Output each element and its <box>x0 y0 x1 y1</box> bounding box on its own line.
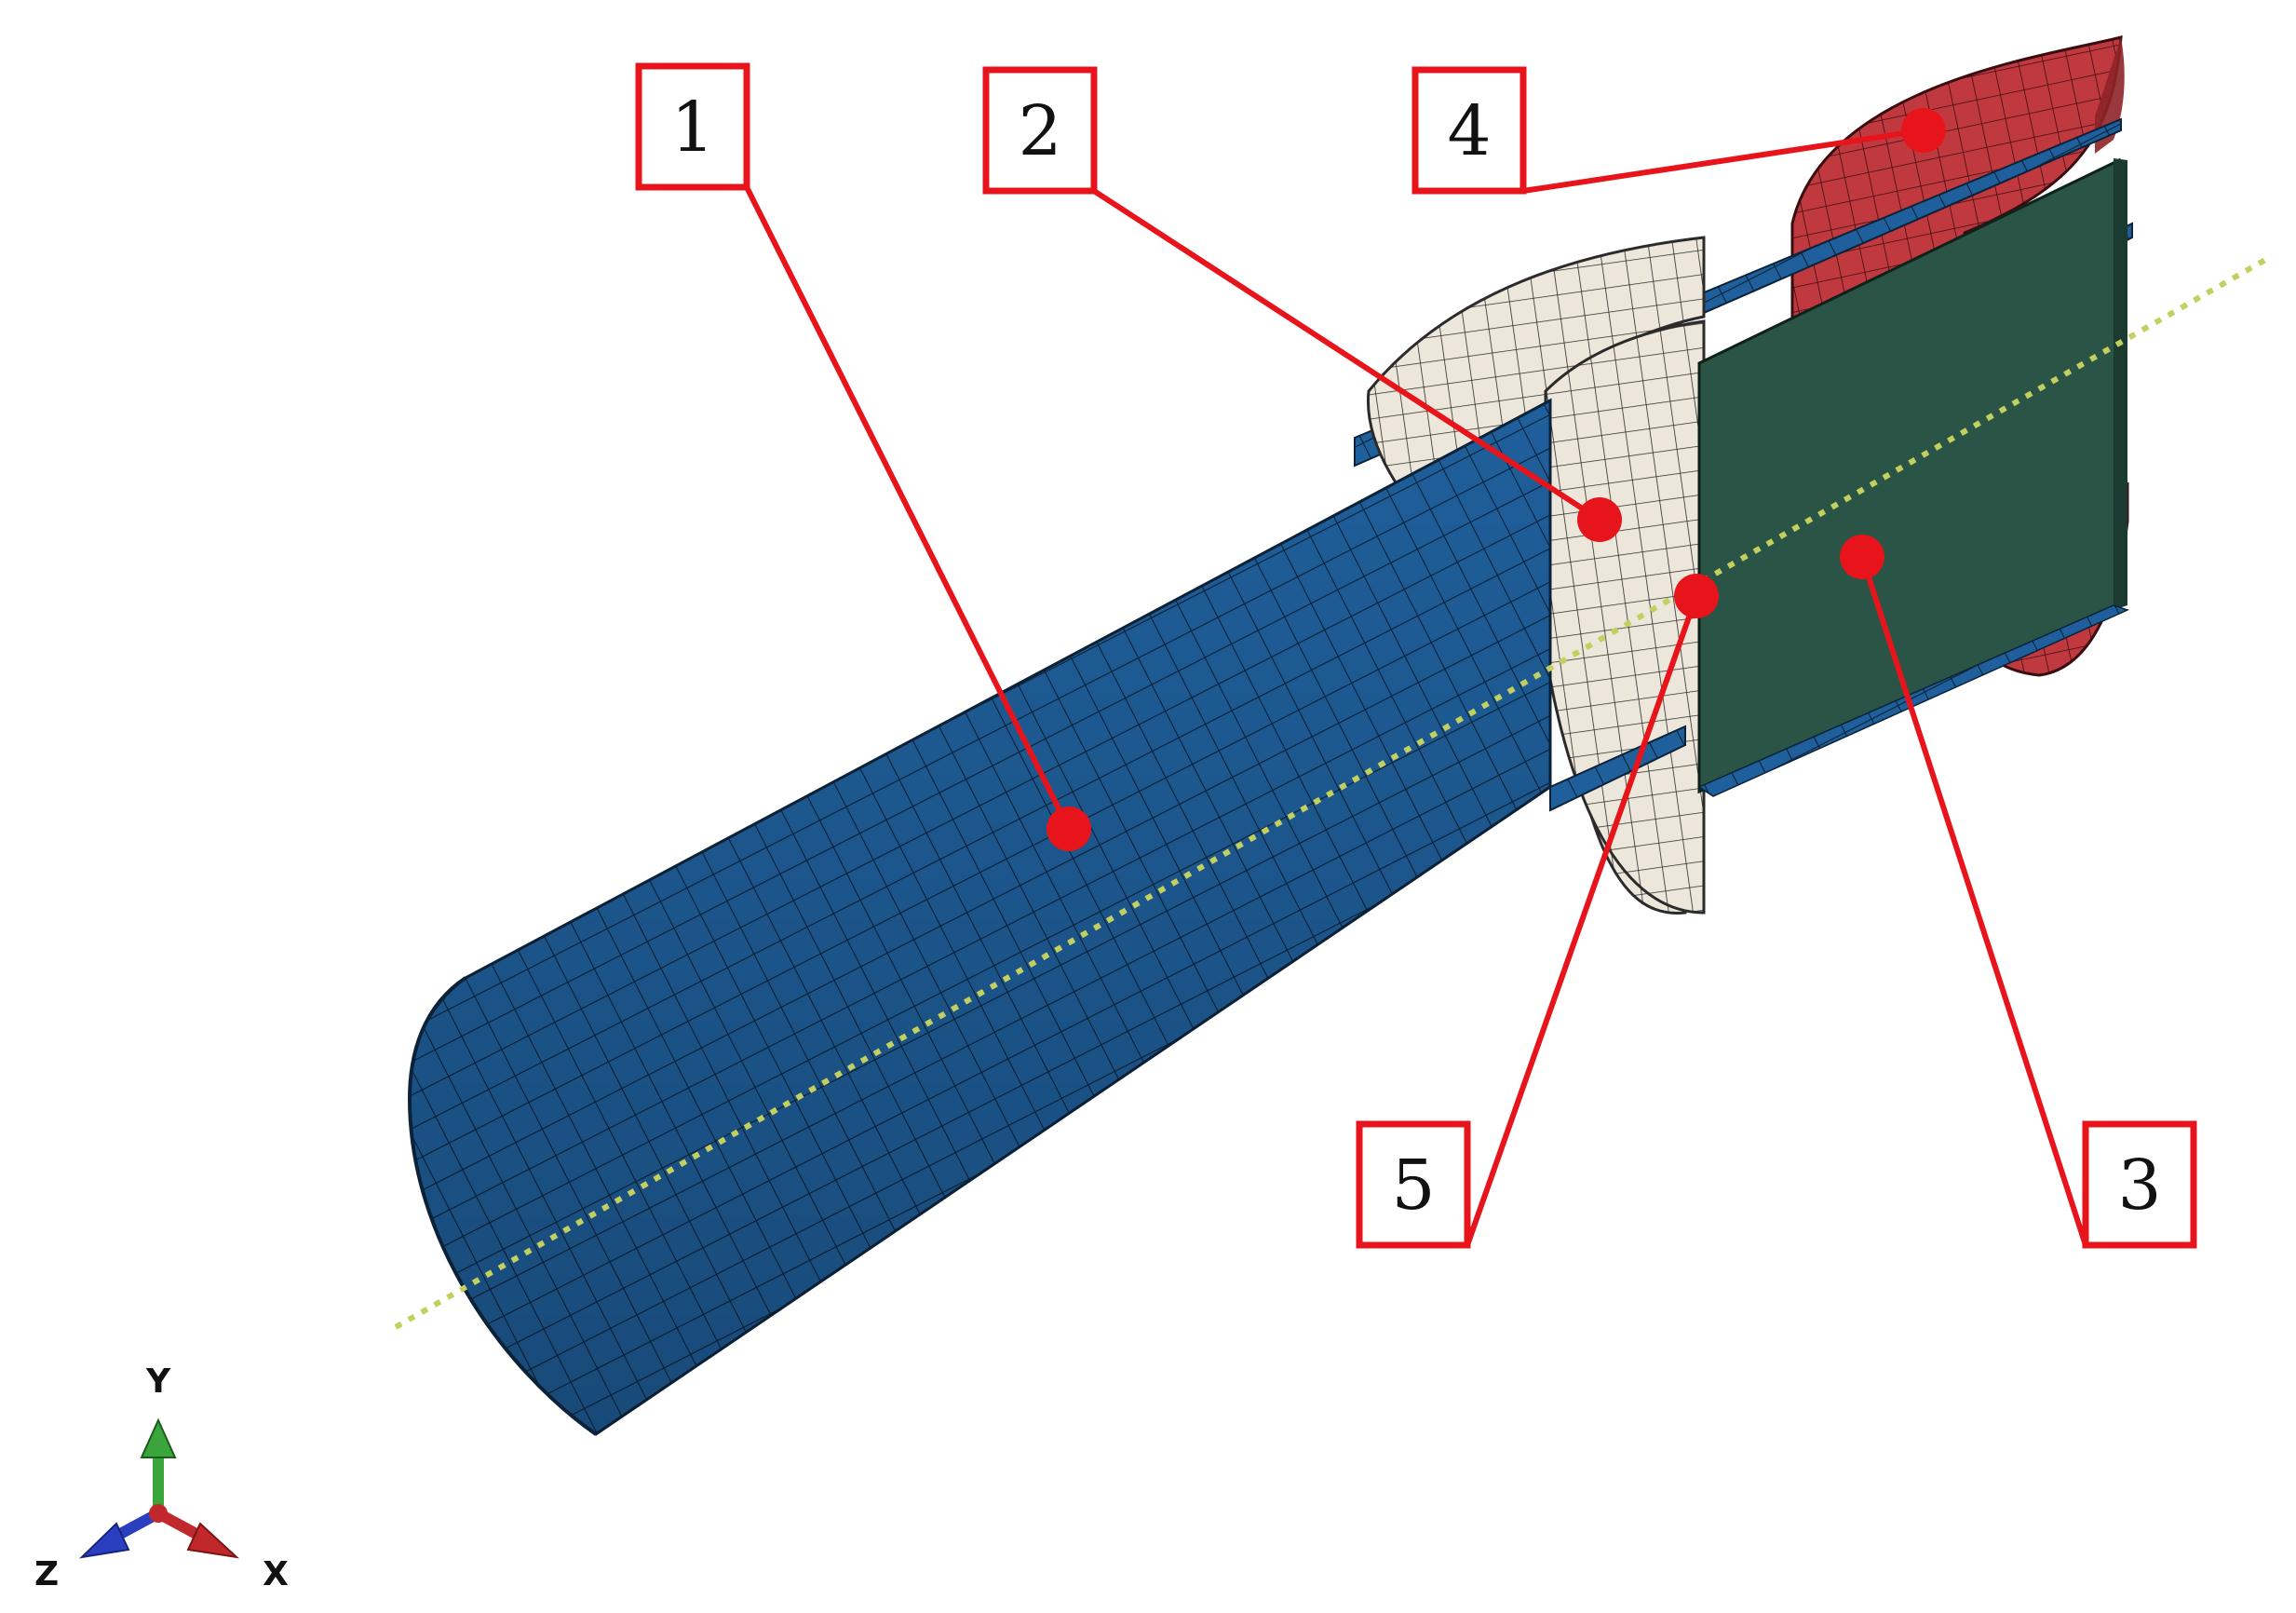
callout-4: 4 <box>1411 66 1946 195</box>
triad-x-label: X <box>263 1555 289 1593</box>
callout-1-box <box>635 62 750 191</box>
triad-z-label: Z <box>34 1555 59 1593</box>
callout-5-box <box>1356 1120 1471 1249</box>
callout-1: 1 <box>635 62 1091 851</box>
pipe-shell <box>407 398 1686 1436</box>
callout-3-box <box>2082 1120 2197 1249</box>
callout-4-box <box>1411 66 1527 195</box>
callout-4-label: 4 <box>1447 91 1491 171</box>
plate <box>1697 157 2130 797</box>
callout-2: 2 <box>982 66 1622 542</box>
callout-1-marker <box>1047 806 1091 851</box>
callout-2-box <box>982 66 1098 195</box>
callout-5: 5 <box>1356 574 1719 1249</box>
triad-y-label: Y <box>145 1362 171 1401</box>
callout-2-marker <box>1577 497 1622 542</box>
callout-3: 3 <box>1840 535 2197 1249</box>
triad-z-arrow-icon <box>79 1522 130 1559</box>
center-axis-line <box>394 253 2274 1330</box>
callout-1-label: 1 <box>670 88 714 168</box>
callout-5-marker <box>1674 574 1719 618</box>
triad-x-arrow-icon <box>186 1522 240 1559</box>
callout-3-label: 3 <box>2117 1145 2161 1226</box>
coordinate-triad: Y Z X <box>34 1362 289 1593</box>
callout-5-label: 5 <box>1391 1145 1435 1226</box>
callout-3-marker <box>1840 535 1884 579</box>
callout-4-marker <box>1901 108 1946 153</box>
triad-y-arrow-icon <box>140 1417 177 1458</box>
callout-2-label: 2 <box>1018 91 1061 171</box>
